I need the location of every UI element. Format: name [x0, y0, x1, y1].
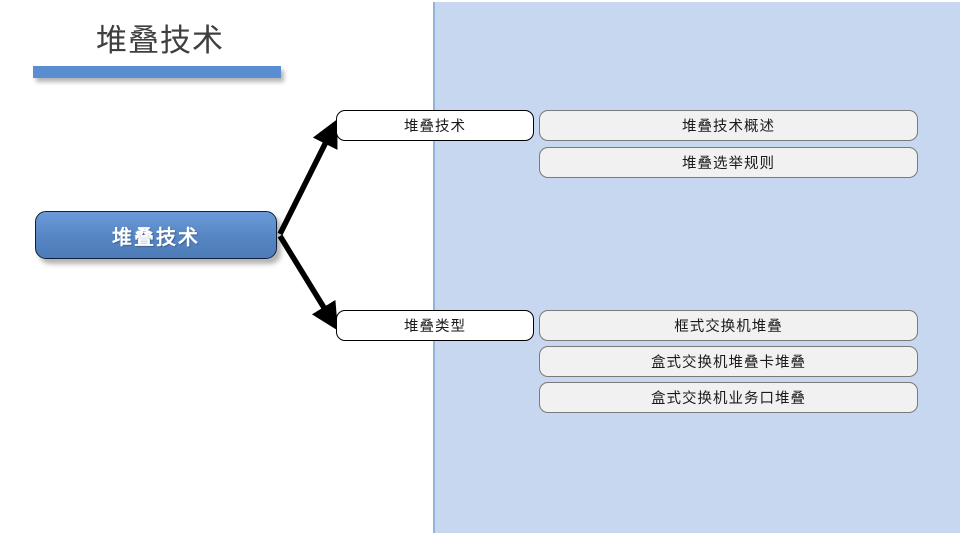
topic-node-2-2[interactable]: 盒式交换机堆叠卡堆叠	[539, 346, 918, 377]
topic-node-2-2-label: 盒式交换机堆叠卡堆叠	[651, 355, 806, 371]
page-title: 堆叠技术	[96, 23, 224, 58]
topic-node-1-1-label: 堆叠技术概述	[682, 119, 775, 135]
title-accent-bar	[33, 66, 281, 78]
category-node-1-label: 堆叠技术	[404, 119, 466, 135]
topic-node-2-3[interactable]: 盒式交换机业务口堆叠	[539, 382, 918, 413]
category-node-1[interactable]: 堆叠技术	[336, 110, 534, 141]
category-node-2-label: 堆叠类型	[404, 319, 466, 335]
right-background-panel	[433, 2, 960, 533]
topic-node-1-2-label: 堆叠选举规则	[682, 156, 775, 172]
topic-node-1-2[interactable]: 堆叠选举规则	[539, 147, 918, 178]
root-node[interactable]: 堆叠技术	[35, 211, 277, 259]
category-node-2[interactable]: 堆叠类型	[336, 310, 534, 341]
root-node-label: 堆叠技术	[112, 226, 200, 249]
topic-node-2-3-label: 盒式交换机业务口堆叠	[651, 391, 806, 407]
topic-node-2-1-label: 框式交换机堆叠	[674, 319, 783, 335]
topic-node-2-1[interactable]: 框式交换机堆叠	[539, 310, 918, 341]
topic-node-1-1[interactable]: 堆叠技术概述	[539, 110, 918, 141]
connector-arrow-bottom	[277, 234, 339, 331]
connector-arrow-top	[277, 119, 338, 236]
